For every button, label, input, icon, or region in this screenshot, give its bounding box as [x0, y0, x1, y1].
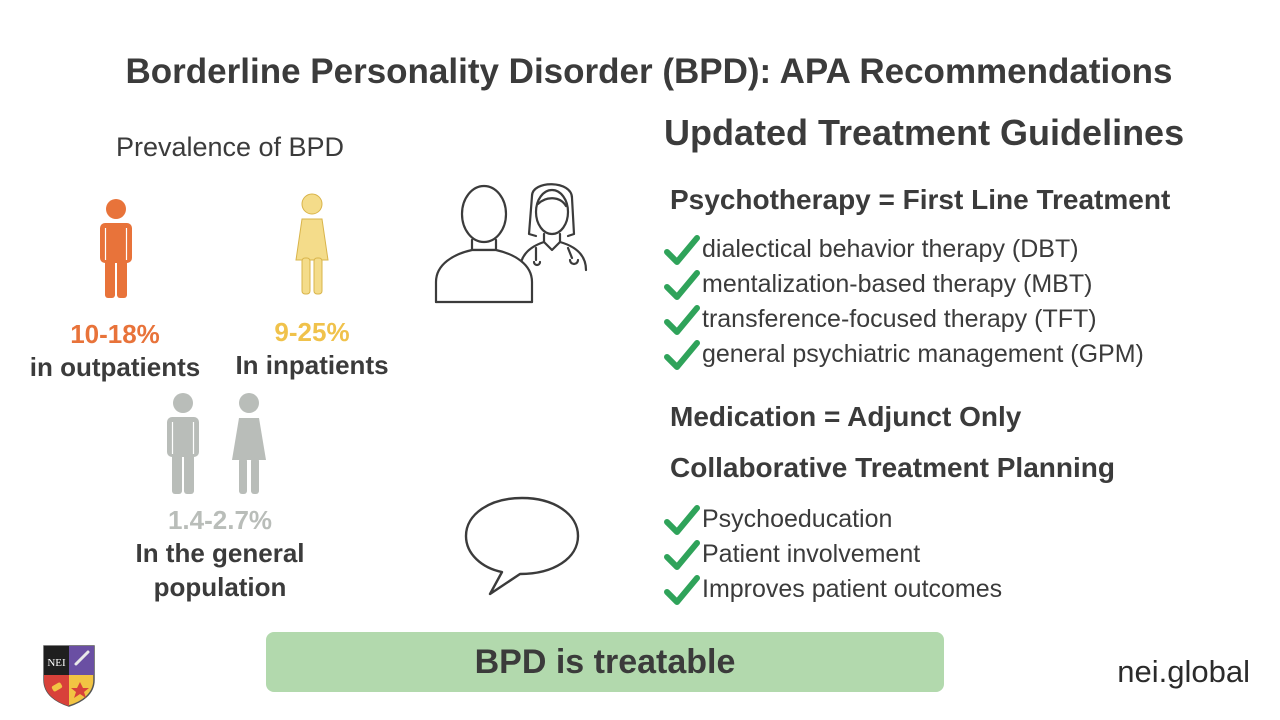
medication-heading: Medication = Adjunct Only — [670, 401, 1022, 432]
inpatients-percent: 9-25% — [274, 317, 350, 347]
speech-bubble-icon — [464, 496, 580, 596]
list-item: Psychoeducation — [664, 502, 1002, 537]
list-item-text: mentalization-based therapy (MBT) — [702, 270, 1093, 298]
list-item: Improves patient outcomes — [664, 572, 1002, 607]
list-item-text: general psychiatric management (GPM) — [702, 340, 1144, 368]
inpatients-stat: 9-25% In inpatients — [222, 316, 402, 382]
check-icon — [664, 574, 700, 605]
nei-shield-logo: NEI — [43, 645, 95, 707]
list-item-text: Patient involvement — [702, 540, 921, 568]
check-icon — [664, 504, 700, 535]
general-percent: 1.4-2.7% — [167, 505, 273, 535]
treatable-banner: BPD is treatable — [266, 632, 944, 692]
check-icon — [664, 304, 700, 335]
list-item-text: transference-focused therapy (TFT) — [702, 305, 1097, 333]
inpatients-label: In inpatients — [235, 350, 389, 380]
list-item-text: Psychoeducation — [702, 505, 893, 533]
outpatients-label: in outpatients — [29, 352, 201, 382]
check-icon — [664, 269, 700, 300]
check-icon — [664, 339, 700, 370]
patient-doctor-icon — [434, 183, 588, 304]
female-figure-icon — [232, 393, 266, 494]
logo-text: NEI — [47, 657, 66, 669]
male-figure-icon — [100, 199, 132, 298]
list-item: transference-focused therapy (TFT) — [664, 302, 1144, 337]
list-item-text: Improves patient outcomes — [702, 575, 1003, 603]
psychotherapy-list: dialectical behavior therapy (DBT) menta… — [664, 232, 1144, 372]
general-population-stat: 1.4-2.7% In the general population — [110, 504, 330, 604]
general-label-line1: In the general — [135, 538, 305, 568]
prevalence-heading: Prevalence of BPD — [115, 132, 345, 162]
list-item: Patient involvement — [664, 537, 1002, 572]
male-figure-icon — [167, 393, 199, 494]
list-item: dialectical behavior therapy (DBT) — [664, 232, 1144, 267]
check-icon — [664, 539, 700, 570]
psychotherapy-heading: Psychotherapy = First Line Treatment — [670, 184, 1171, 215]
list-item: general psychiatric management (GPM) — [664, 337, 1144, 372]
site-link[interactable]: nei.global — [1117, 654, 1250, 689]
outpatients-stat: 10-18% in outpatients — [20, 318, 210, 384]
guidelines-heading: Updated Treatment Guidelines — [664, 112, 1185, 153]
list-item-text: dialectical behavior therapy (DBT) — [702, 235, 1079, 263]
page-title: Borderline Personality Disorder (BPD): A… — [125, 52, 1173, 91]
collaborative-heading: Collaborative Treatment Planning — [670, 452, 1115, 483]
check-icon — [664, 234, 700, 265]
collaborative-list: Psychoeducation Patient involvement Impr… — [664, 502, 1002, 607]
female-figure-icon — [295, 193, 329, 295]
outpatients-percent: 10-18% — [70, 319, 160, 349]
list-item: mentalization-based therapy (MBT) — [664, 267, 1144, 302]
general-label-line2: population — [153, 572, 287, 602]
